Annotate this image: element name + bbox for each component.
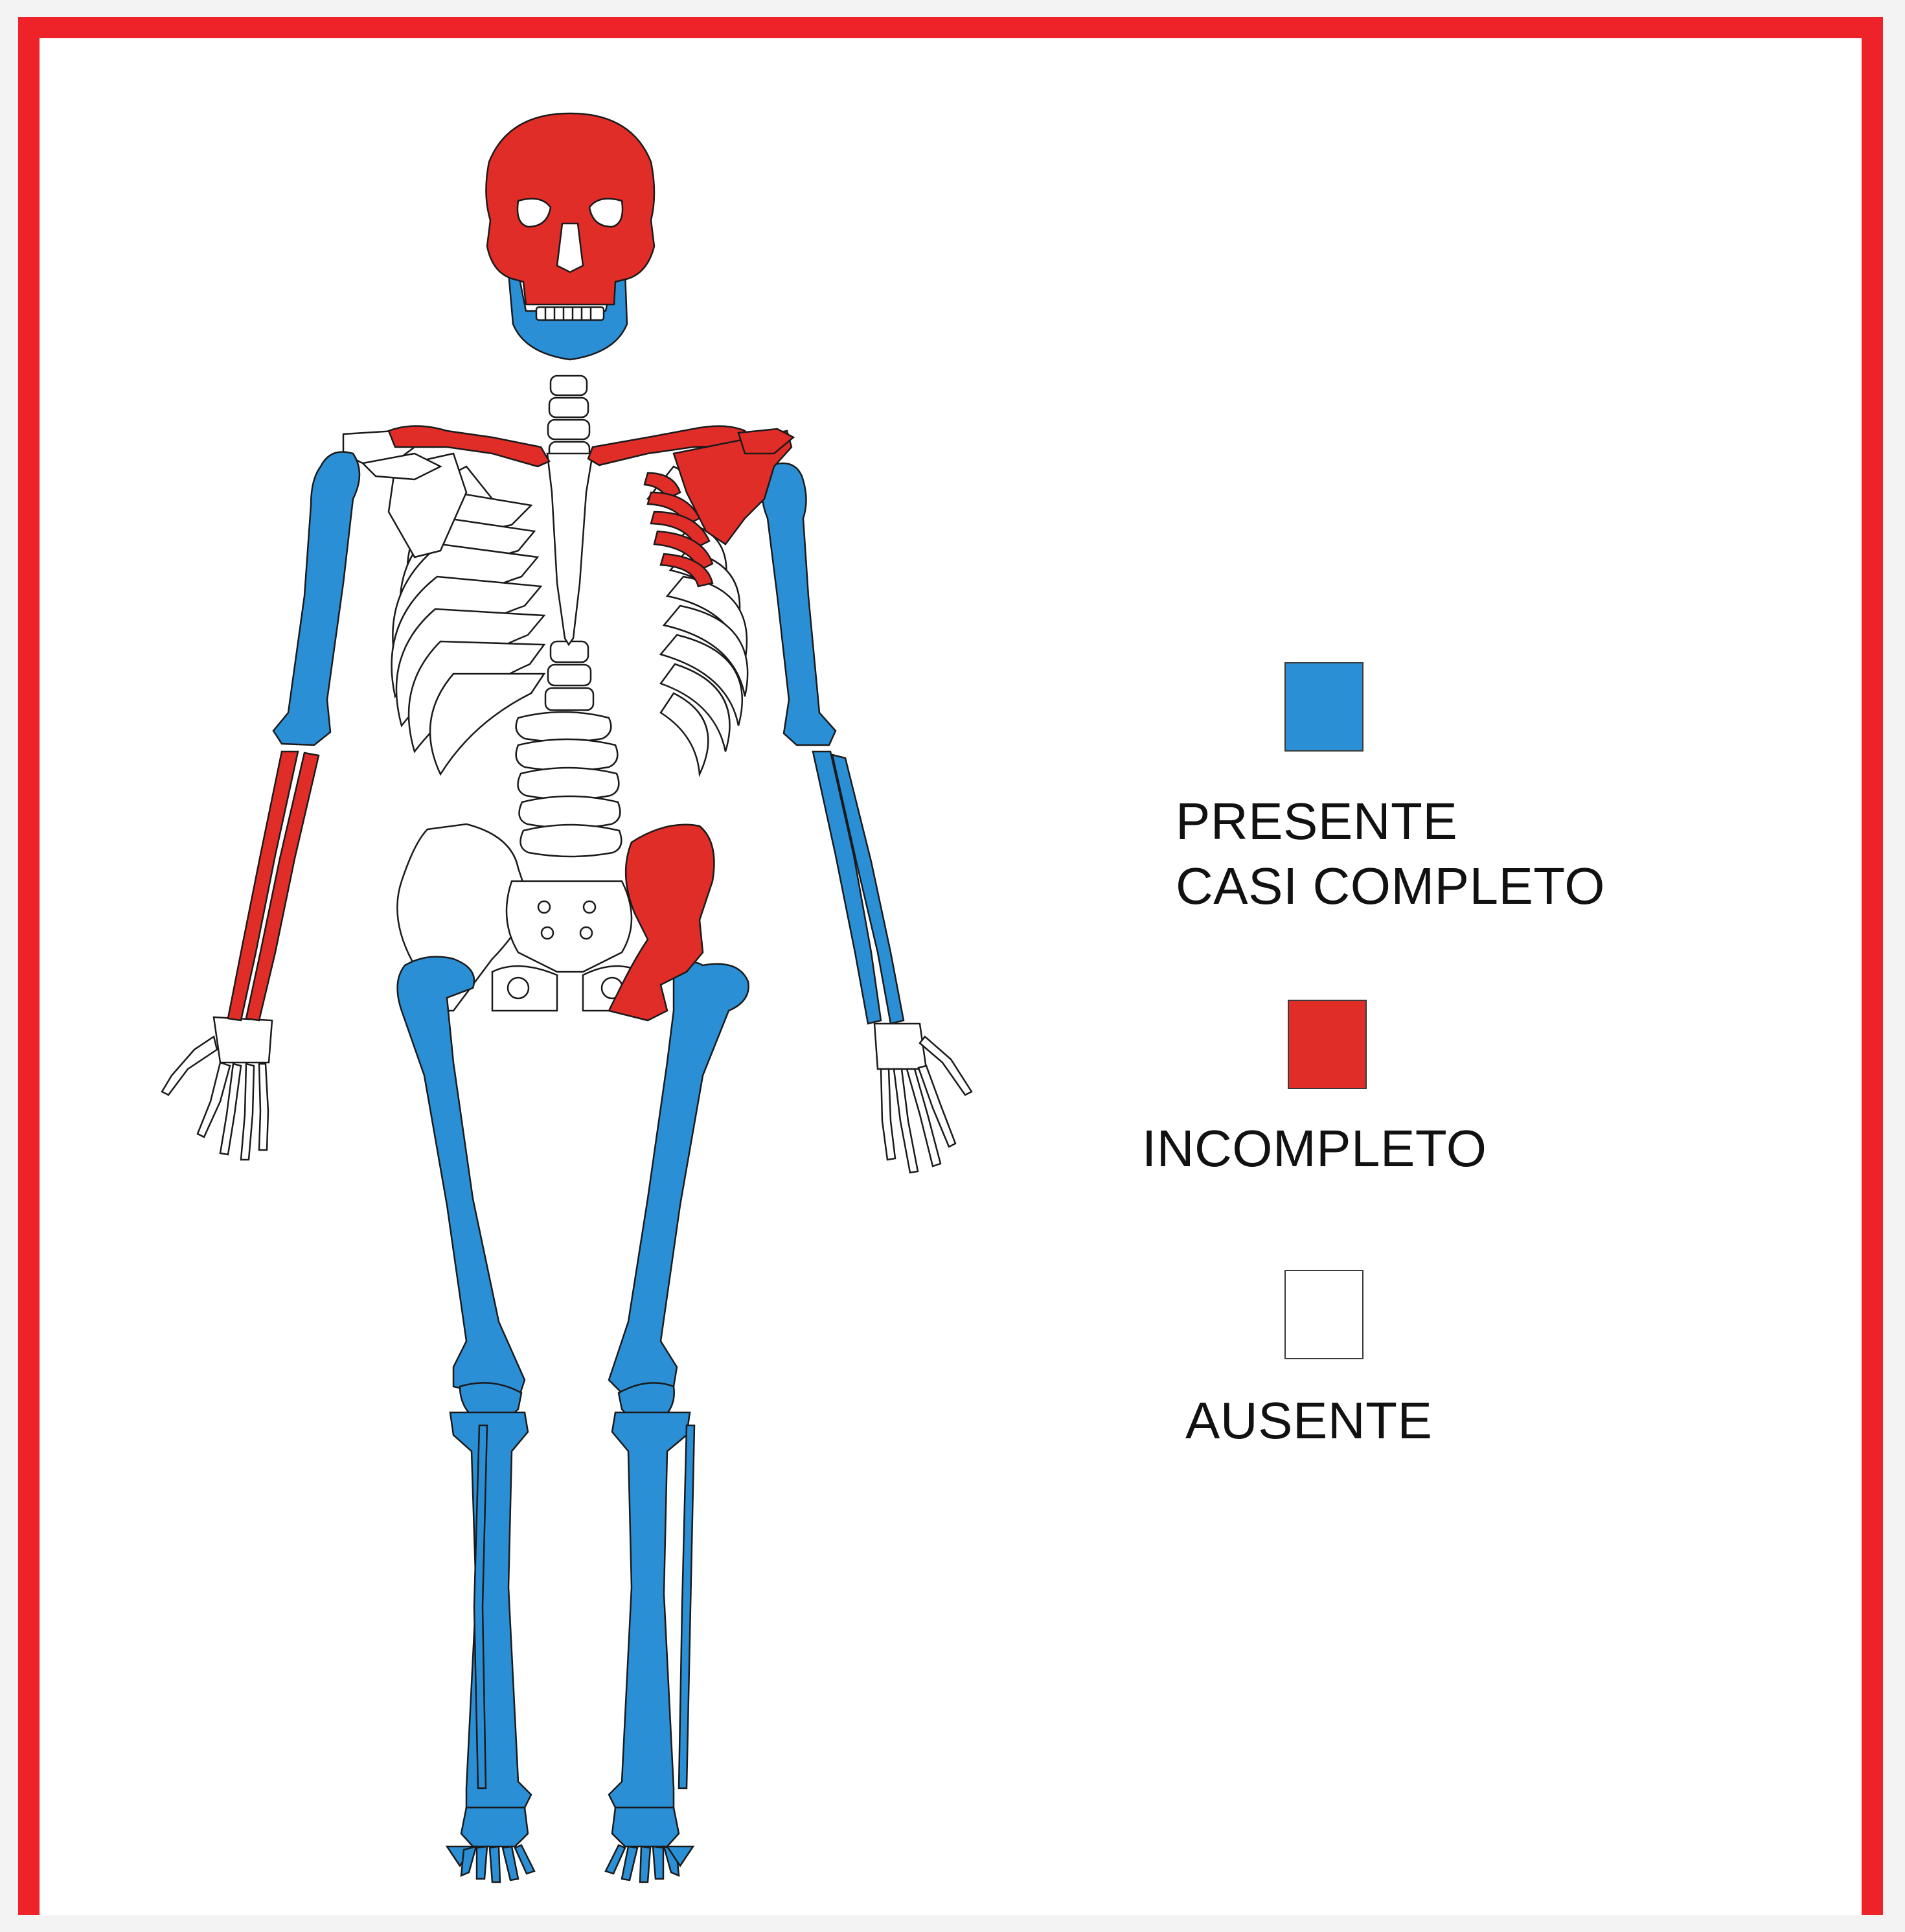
humerus-left xyxy=(762,463,836,745)
tibia-fibula-left xyxy=(609,1412,694,1808)
legend-label-incompleto: INCOMPLETO xyxy=(1142,1118,1487,1180)
hand-left xyxy=(874,1024,972,1173)
humerus-right xyxy=(273,452,359,746)
legend-label-presente-line2: CASI COMPLETO xyxy=(1176,855,1605,917)
teeth xyxy=(536,307,604,320)
foot-right xyxy=(447,1808,534,1882)
legend-swatch-incompleto xyxy=(1288,1000,1367,1089)
legend-label-presente-line1: PRESENTE xyxy=(1176,790,1457,853)
sternum xyxy=(547,454,593,645)
femur-right xyxy=(398,957,525,1399)
tibia-fibula-right xyxy=(450,1412,531,1808)
legend-swatch-presente xyxy=(1284,662,1363,752)
legend-label-ausente: AUSENTE xyxy=(1185,1390,1432,1452)
legend-swatch-ausente xyxy=(1284,1270,1363,1359)
femur-left xyxy=(609,962,749,1393)
hand-right xyxy=(162,1017,272,1160)
radius-ulna-right xyxy=(228,752,319,1020)
foot-left xyxy=(606,1808,693,1882)
cranium xyxy=(486,113,654,305)
